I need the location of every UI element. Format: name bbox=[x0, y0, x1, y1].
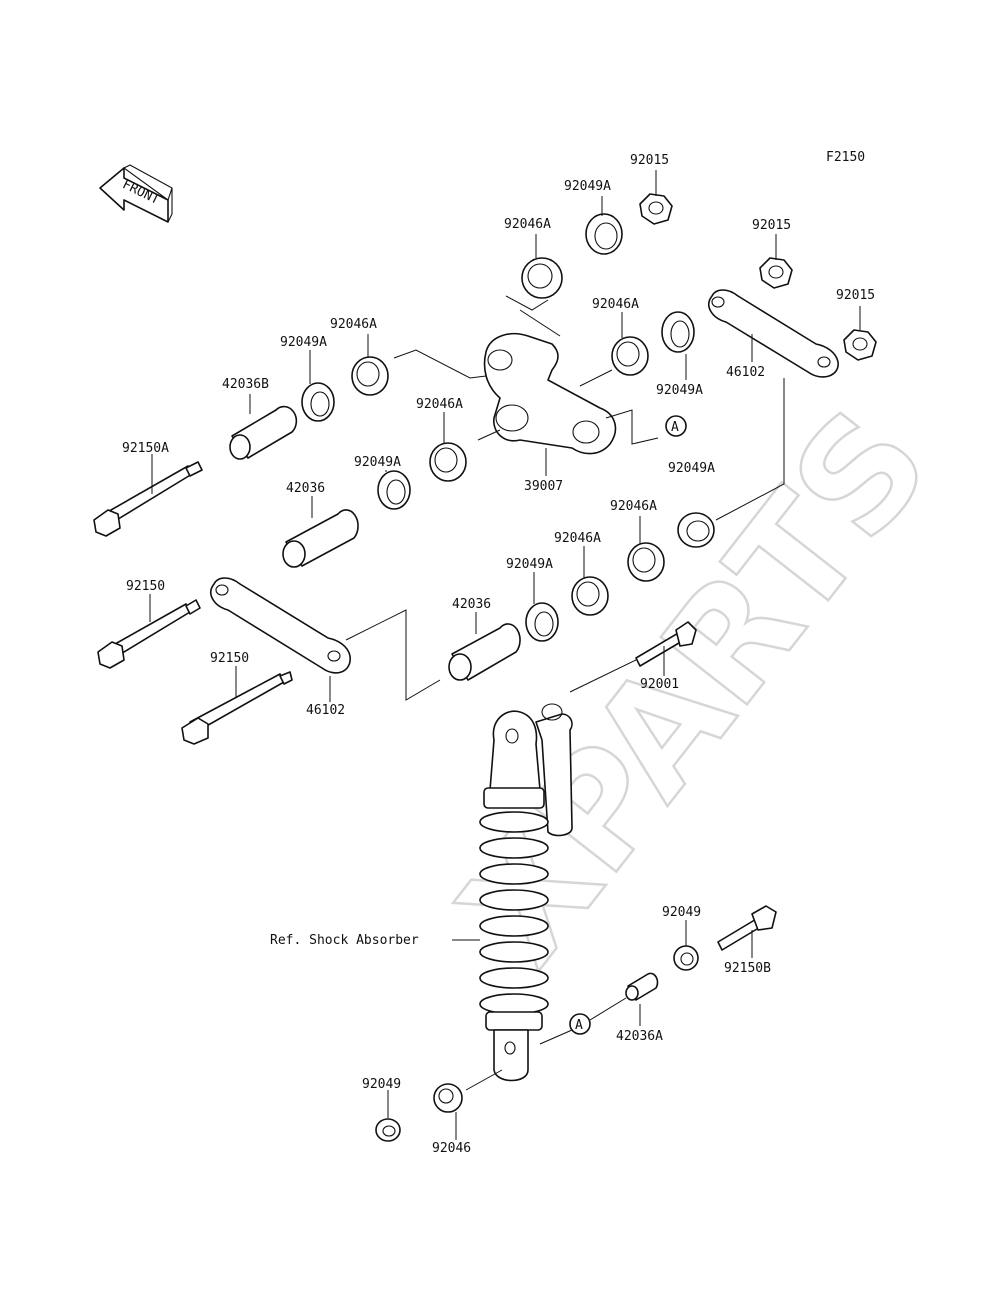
callout-label: 92049A bbox=[280, 335, 327, 350]
callout-label: 92046A bbox=[416, 397, 463, 412]
seal-92049a-2 bbox=[661, 311, 695, 353]
shock-spring bbox=[479, 811, 549, 1015]
callout-label: 92001 bbox=[640, 677, 679, 692]
bearing-92046a-3 bbox=[351, 356, 389, 396]
seal-92049a-1 bbox=[585, 213, 623, 255]
seal-92049-bottom bbox=[375, 1118, 401, 1142]
callout-label: 42036 bbox=[452, 597, 491, 612]
callout-label: 42036A bbox=[616, 1029, 663, 1044]
callout-label: 92049 bbox=[362, 1077, 401, 1092]
linkage-arm-39007 bbox=[483, 332, 617, 455]
callout-label: 92015 bbox=[630, 153, 669, 168]
seal-92049-top bbox=[673, 945, 699, 971]
callout-label: 92049A bbox=[506, 557, 553, 572]
callout-label: 92015 bbox=[836, 288, 875, 303]
callout-label: 46102 bbox=[306, 703, 345, 718]
bolt-92150-lower bbox=[181, 671, 293, 745]
callout-label: 92046A bbox=[610, 499, 657, 514]
callout-label: 92015 bbox=[752, 218, 791, 233]
bearing-92046a-5 bbox=[627, 542, 665, 582]
callout-label: 92150B bbox=[724, 961, 771, 976]
callout-label: 46102 bbox=[726, 365, 765, 380]
bearing-92046a-2 bbox=[611, 336, 649, 376]
front-arrow-icon: FRONT bbox=[99, 164, 173, 223]
callout-label: 92046A bbox=[592, 297, 639, 312]
bolt-92001 bbox=[635, 621, 697, 667]
bearing-92046a-1 bbox=[521, 257, 563, 299]
assembly-lines bbox=[149, 170, 861, 1140]
bearings bbox=[301, 193, 877, 1142]
tie-rod-lower bbox=[210, 577, 351, 674]
collar-42036-upper bbox=[282, 509, 359, 568]
callout-label: 92049A bbox=[564, 179, 611, 194]
bearing-92046a-4 bbox=[429, 442, 467, 482]
seal-92049a-4 bbox=[377, 470, 411, 510]
callout-label: 92150 bbox=[126, 579, 165, 594]
bolt-92150b bbox=[717, 905, 777, 951]
callout-label: 42036 bbox=[286, 481, 325, 496]
callout-label: 92150 bbox=[210, 651, 249, 666]
tie-rod-upper bbox=[708, 289, 839, 378]
collar-42036-lower bbox=[448, 623, 521, 681]
bolt-92150-upper bbox=[97, 599, 201, 669]
nut-92015-c bbox=[843, 329, 877, 361]
nut-92015-b bbox=[759, 257, 793, 289]
callout-label: 92049A bbox=[668, 461, 715, 476]
callout-label: 92150A bbox=[122, 441, 169, 456]
svg-text:A: A bbox=[575, 1018, 583, 1033]
callout-label: 92046A bbox=[554, 531, 601, 546]
svg-text:A: A bbox=[671, 420, 679, 435]
shock-absorber bbox=[479, 703, 573, 1082]
collar-42036b bbox=[229, 405, 298, 460]
callout-label: 92049A bbox=[354, 455, 401, 470]
circle-marker-a-upper: A bbox=[665, 415, 687, 437]
callout-label: 92049 bbox=[662, 905, 701, 920]
seal-92049a-5 bbox=[677, 512, 715, 548]
diagram-code: F2150 bbox=[826, 150, 865, 165]
seal-92049a-3 bbox=[301, 382, 335, 422]
callout-label: 39007 bbox=[524, 479, 563, 494]
bearing-92046a-6 bbox=[571, 576, 609, 616]
seal-92049a-6 bbox=[525, 602, 559, 642]
callouts: 92015 92049A 92046A 92015 92015 92046A 9… bbox=[122, 153, 875, 1156]
callout-label: 92046 bbox=[432, 1141, 471, 1156]
callout-label: 92046A bbox=[504, 217, 551, 232]
callout-label: 92049A bbox=[656, 383, 703, 398]
nut-92015-a bbox=[639, 193, 673, 225]
collar-42036a bbox=[625, 972, 659, 1001]
reference-label: Ref. Shock Absorber bbox=[270, 933, 419, 948]
bolt-92150a bbox=[93, 461, 203, 537]
circle-marker-a-lower: A bbox=[569, 1013, 591, 1035]
callout-label: 42036B bbox=[222, 377, 269, 392]
bearing-92046 bbox=[433, 1083, 463, 1113]
callout-label: 92046A bbox=[330, 317, 377, 332]
